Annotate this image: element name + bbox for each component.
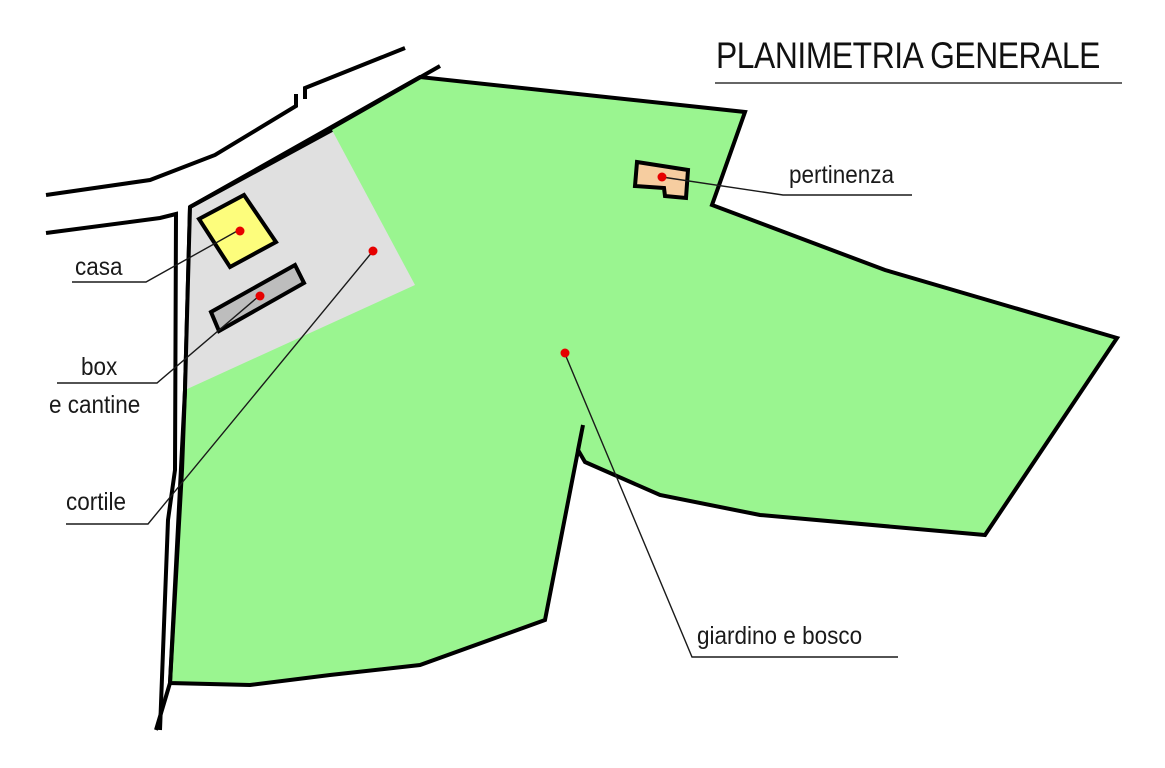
page-title: PLANIMETRIA GENERALE bbox=[716, 35, 1100, 76]
leader-casa bbox=[72, 229, 240, 283]
label-pertinenza: pertinenza bbox=[789, 161, 895, 189]
marker-box bbox=[255, 291, 265, 301]
label-cortile: cortile bbox=[66, 488, 127, 516]
leader-box bbox=[57, 295, 260, 384]
leader-cortile bbox=[66, 250, 374, 525]
label-casa: casa bbox=[75, 253, 123, 281]
road-edge bbox=[189, 64, 441, 209]
road-edge bbox=[154, 206, 192, 731]
marker-giardino bbox=[560, 348, 570, 358]
label-box: box bbox=[81, 353, 118, 381]
label-giardino: giardino e bosco bbox=[697, 622, 863, 650]
garden-parcel bbox=[167, 74, 1121, 688]
marker-cortile bbox=[368, 246, 378, 256]
marker-casa bbox=[235, 226, 245, 236]
leader-pertinenza bbox=[661, 176, 912, 196]
road-edge bbox=[303, 46, 406, 99]
marker-pertinenza bbox=[657, 172, 667, 182]
road-edge bbox=[45, 94, 298, 197]
leader-giardino bbox=[564, 353, 898, 658]
label-cantine: e cantine bbox=[49, 391, 141, 419]
road-edge bbox=[45, 211, 179, 731]
